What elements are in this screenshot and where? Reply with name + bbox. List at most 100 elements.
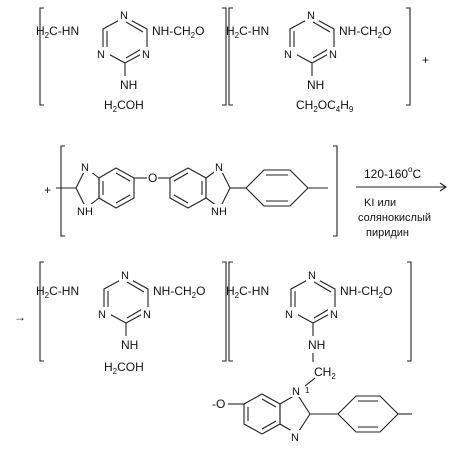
pendant-nh-label: NH	[307, 78, 324, 92]
pendant-tail: H	[340, 98, 349, 112]
ring-n-label: N	[142, 49, 150, 61]
double-bond	[313, 281, 332, 293]
ether-oxygen-end: -O	[212, 397, 225, 411]
bracket-left	[39, 261, 44, 362]
svg-text:NH-CH2O: NH-CH2O	[153, 284, 205, 300]
bracket-right	[407, 261, 412, 362]
ring-n-label: N	[121, 270, 129, 282]
svg-text:NH-CH2O: NH-CH2O	[152, 24, 204, 40]
unit-a-left-label: H	[36, 284, 45, 298]
pendant-label: H	[104, 360, 113, 374]
svg-text:H2C-HN: H2C-HN	[36, 284, 79, 300]
ring-n-label: N	[284, 49, 292, 61]
pendant-nh-label: NH	[308, 338, 325, 352]
product-copolymer: → H2C-HN N N N NH-CH2O NH H2COH H2C-HN N…	[14, 261, 412, 444]
unit-a-right-label: NH-CH	[152, 24, 191, 38]
benzene-ring	[243, 393, 281, 435]
subscript: 4	[336, 105, 341, 114]
pendant-label: H	[104, 98, 113, 112]
subscript: 2	[113, 105, 118, 114]
subscript: 2	[113, 367, 118, 376]
ring-n-label: N	[120, 10, 128, 22]
ring-n-label: N	[215, 162, 223, 174]
temperature-unit: C	[413, 167, 422, 181]
unit-b-right-label: NH-CH	[340, 284, 379, 298]
bracket-right	[406, 7, 411, 106]
bracket-left	[60, 145, 65, 237]
ring-n-label: N	[98, 309, 106, 321]
svg-text:H2COH: H2COH	[104, 360, 144, 376]
svg-text:NH-CH2O: NH-CH2O	[339, 24, 391, 40]
double-bond	[115, 172, 131, 182]
double-bond	[173, 194, 189, 204]
bracket-left	[228, 261, 233, 362]
ring-n-label: N	[97, 49, 105, 61]
svg-text:120-160oC: 120-160oC	[364, 165, 422, 181]
double-bond	[261, 420, 277, 430]
ch2-label: CH	[314, 365, 331, 379]
ring-n-label: N	[292, 386, 300, 398]
unit-b-right-label: NH-CH	[339, 24, 378, 38]
double-bond	[115, 194, 131, 204]
bracket-right	[222, 261, 227, 362]
pendant-nh-label: NH	[121, 338, 138, 352]
ring-nh-label: NH	[211, 206, 227, 218]
imidazole-ring	[279, 393, 311, 435]
bracket-right	[333, 145, 338, 237]
conditions-catalyst: пиридин	[366, 227, 409, 239]
ring-n-label: N	[308, 270, 316, 282]
svg-text:H2C-HN: H2C-HN	[226, 284, 269, 300]
ring-n-label: N	[81, 162, 89, 174]
benzene-ring	[98, 167, 135, 209]
svg-text:H2COH: H2COH	[104, 98, 144, 114]
svg-text:NH-CH2O: NH-CH2O	[340, 284, 392, 300]
unit-b-left-tail: C-HN	[239, 284, 269, 298]
conditions-catalyst: солянокислый	[358, 212, 431, 224]
unit-a-left-tail: C-HN	[49, 24, 79, 38]
unit-a-left-tail: C-HN	[49, 284, 79, 298]
unit-a-right-tail: O	[195, 24, 204, 38]
svg-text:CH2: CH2	[314, 365, 336, 381]
subscript: 2	[45, 31, 50, 40]
bracket-right	[222, 7, 227, 106]
ring-n-label: N	[285, 309, 293, 321]
pendant-nh-label: NH	[120, 78, 137, 92]
degree-symbol: o	[408, 165, 413, 174]
conditions-catalyst: KI или	[364, 197, 396, 209]
plus-sign: +	[44, 183, 51, 197]
ring-n-label: N	[307, 10, 315, 22]
unit-b-right-tail: O	[382, 24, 391, 38]
subscript: 2	[379, 291, 384, 300]
subscript: 2	[191, 31, 196, 40]
reactant-polybenzimidazole: + N NH O N NH 12	[44, 145, 447, 239]
subscript: 2	[192, 291, 197, 300]
subscript: 2	[378, 31, 383, 40]
unit-b-left-label: H	[226, 24, 235, 38]
ring-n-label: N	[291, 432, 299, 444]
bracket-left	[228, 7, 233, 106]
subscript: 2	[235, 291, 240, 300]
plus-sign: +	[422, 53, 429, 67]
subscript: 9	[349, 105, 354, 114]
pendant-tail: COH	[117, 98, 144, 112]
pendant-mid: OC	[318, 98, 336, 112]
position-number: 1	[305, 386, 310, 395]
pendant-tail: COH	[117, 360, 144, 374]
bracket-left	[39, 7, 44, 106]
ring-n-label: N	[330, 309, 338, 321]
svg-text:H2C-HN: H2C-HN	[226, 24, 269, 40]
pendant-label: CH	[296, 98, 313, 112]
unit-a-right-tail: O	[196, 284, 205, 298]
unit-b-right-tail: O	[383, 284, 392, 298]
imidazole-ring	[205, 167, 231, 209]
double-bond	[126, 281, 145, 293]
double-bond	[312, 21, 331, 33]
unit-a-right-label: NH-CH	[153, 284, 192, 298]
product-arrow: →	[14, 310, 26, 324]
double-bond	[261, 398, 277, 408]
unit-a-left-label: H	[36, 24, 45, 38]
svg-text:CH2OC4H9: CH2OC4H9	[296, 98, 354, 114]
arrow-head	[439, 182, 447, 192]
subscript: 2	[331, 372, 336, 381]
